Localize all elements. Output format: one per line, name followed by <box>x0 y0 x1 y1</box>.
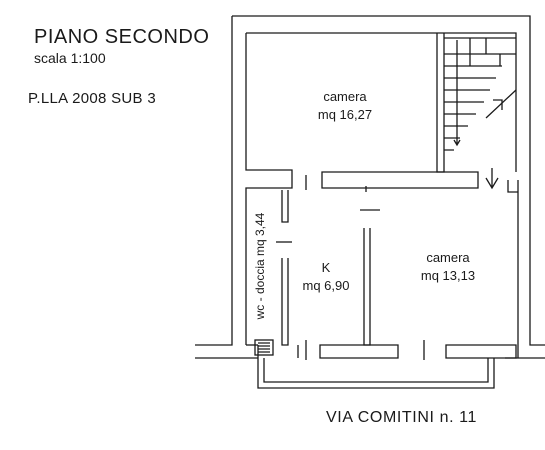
wall-room1-bottom <box>321 171 479 189</box>
room-area-kitchen: mq 6,90 <box>303 278 350 293</box>
wall-room1-right <box>436 33 445 173</box>
plan-title: PIANO SECONDO <box>34 26 210 48</box>
door-jamb-right <box>507 180 518 193</box>
stair <box>444 37 517 151</box>
outer-wall <box>195 15 545 389</box>
room-label-kitchen: K <box>322 260 331 275</box>
wall-wc-right <box>281 190 289 223</box>
wc-shaft <box>254 339 274 356</box>
wall-bottom-right <box>445 344 517 359</box>
plan-scale: scala 1:100 <box>34 50 106 66</box>
wall-wc-lower <box>281 258 289 346</box>
street-address: VIA COMITINI n. 11 <box>326 409 477 426</box>
room-label-camera-1: camera <box>323 89 367 104</box>
balcony <box>263 358 489 383</box>
inner-outer-wall <box>245 32 517 345</box>
wall-kitchen-right <box>363 228 371 346</box>
room-area-camera-2: mq 13,13 <box>421 268 475 283</box>
room-label-camera-2: camera <box>426 250 470 265</box>
entry-arrow <box>485 168 499 190</box>
room-label-wc: wc - doccia mq 3,44 <box>253 212 267 320</box>
room-area-camera-1: mq 16,27 <box>318 107 372 122</box>
parcel-reference: P.LLA 2008 SUB 3 <box>28 90 156 107</box>
wall-bottom-mid <box>319 344 399 359</box>
